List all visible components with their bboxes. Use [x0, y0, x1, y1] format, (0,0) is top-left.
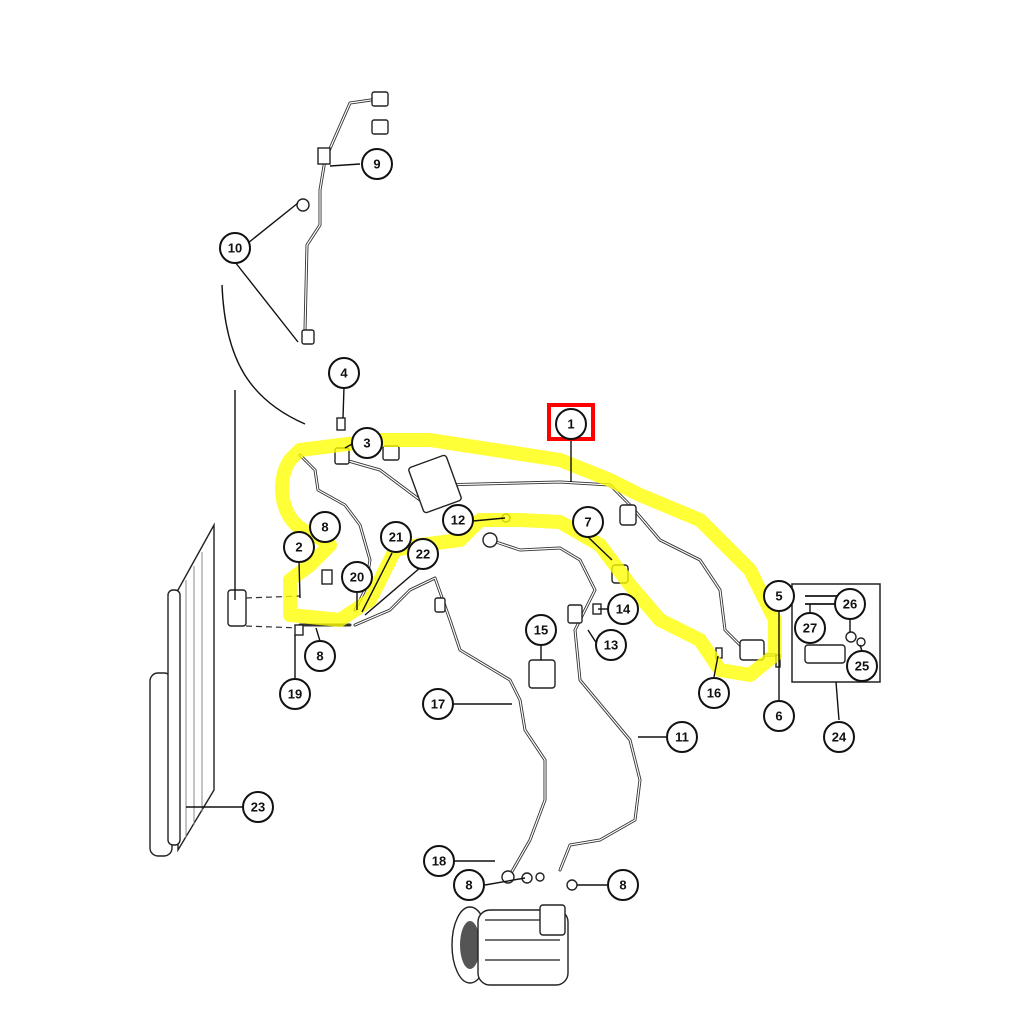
callout-8-lower: 8: [304, 640, 336, 672]
callout-22: 22: [407, 538, 439, 570]
callout-8-bottom-left-label: 8: [465, 878, 472, 893]
compressor: [451, 904, 569, 986]
fittings: [294, 417, 781, 891]
callout-8-left: 8: [309, 511, 341, 543]
callout-15: 15: [525, 614, 557, 646]
callout-4-label: 4: [340, 366, 348, 381]
callout-7-label: 7: [584, 515, 591, 530]
callout-14-label: 14: [616, 602, 631, 617]
callout-3: 3: [351, 427, 383, 459]
callout-13: 13: [595, 629, 627, 661]
highlight-loop: [275, 433, 782, 682]
callout-10: 10: [219, 232, 251, 264]
callout-20-label: 20: [350, 570, 364, 585]
callout-3-label: 3: [363, 436, 370, 451]
callout-12-label: 12: [451, 513, 465, 528]
callout-13-label: 13: [604, 638, 618, 653]
callout-25-label: 25: [855, 659, 869, 674]
callout-18: 18: [423, 845, 455, 877]
callout-8-lower-label: 8: [316, 649, 323, 664]
callout-1-label: 1: [567, 417, 574, 432]
callout-8-left-label: 8: [321, 520, 328, 535]
callout-1: 1: [547, 403, 595, 441]
callout-6-label: 6: [775, 709, 782, 724]
callout-6: 6: [763, 700, 795, 732]
callout-19: 19: [279, 678, 311, 710]
callout-16-label: 16: [707, 686, 721, 701]
callout-2: 2: [283, 531, 315, 563]
callout-24: 24: [823, 721, 855, 753]
callout-20: 20: [341, 561, 373, 593]
callout-22-label: 22: [416, 547, 430, 562]
callout-15-label: 15: [534, 623, 548, 638]
callout-8-bottom-right-label: 8: [619, 878, 626, 893]
callout-14: 14: [607, 593, 639, 625]
callout-5-label: 5: [775, 589, 782, 604]
callout-9-label: 9: [373, 157, 380, 172]
callout-26: 26: [834, 588, 866, 620]
callout-21: 21: [380, 521, 412, 553]
callout-4: 4: [328, 357, 360, 389]
callout-17: 17: [422, 688, 454, 720]
callout-11: 11: [666, 721, 698, 753]
callout-12: 12: [442, 504, 474, 536]
callout-26-label: 26: [843, 597, 857, 612]
callout-21-label: 21: [389, 530, 403, 545]
condenser-part: [149, 522, 247, 857]
liquid-line-upper: [296, 91, 389, 345]
callout-19-label: 19: [288, 687, 302, 702]
callout-16: 16: [698, 677, 730, 709]
callout-8-bottom-right: 8: [607, 869, 639, 901]
discharge-line: [482, 532, 642, 872]
callout-9: 9: [361, 148, 393, 180]
callout-23-label: 23: [251, 800, 265, 815]
callout-11-label: 11: [675, 730, 689, 745]
callout-18-label: 18: [432, 854, 446, 869]
callout-5: 5: [763, 580, 795, 612]
callout-7: 7: [572, 506, 604, 538]
callout-17-label: 17: [431, 697, 445, 712]
callout-10-label: 10: [228, 241, 242, 256]
leader-lines: [186, 163, 863, 886]
callout-27-label: 27: [803, 621, 817, 636]
callout-2-label: 2: [295, 540, 302, 555]
callout-24-label: 24: [832, 730, 847, 745]
callout-25: 25: [846, 650, 878, 682]
callout-8-bottom-left: 8: [453, 869, 485, 901]
callout-27: 27: [794, 612, 826, 644]
callout-23: 23: [242, 791, 274, 823]
